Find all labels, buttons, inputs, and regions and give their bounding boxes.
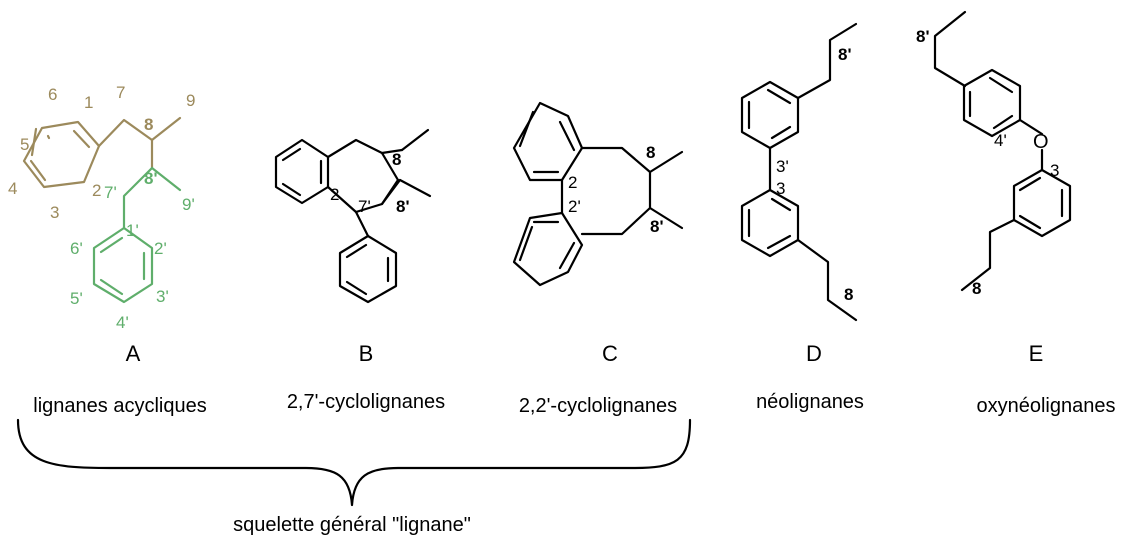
atom-label: 8' (396, 197, 410, 216)
atom-label: 1 (84, 93, 93, 112)
atom-label: 8' (650, 217, 664, 236)
structure-a: 1 6 5 4 3 2 7 8 9 7' 8' 9' 1' 6' 2' 5' 3… (8, 83, 195, 332)
atom-label: 6' (70, 239, 83, 258)
structure-letter-e: E (1029, 341, 1044, 366)
atom-label: 2' (568, 197, 581, 216)
structure-d: 8' 3' 3 8 (740, 22, 858, 322)
atom-label: 2 (92, 181, 101, 200)
atom-label: 7' (358, 197, 371, 216)
structure-c-upper-ring (512, 101, 584, 182)
structure-b-phenyl (338, 234, 398, 304)
class-label-b: 2,7'-cyclolignanes (287, 391, 445, 413)
atom-label: 7' (104, 183, 117, 202)
structure-c-lower-ring (512, 211, 584, 287)
class-label-d: néolignanes (756, 391, 864, 413)
atom-label: 8 (972, 279, 981, 298)
structure-a-lower-ring (92, 226, 154, 304)
structure-e-lower-ring (1012, 168, 1072, 238)
atom-label: 4' (994, 131, 1007, 150)
atom-label: 5 (20, 135, 29, 154)
atom-label: 9 (186, 91, 195, 110)
structure-d-lower-ring (740, 188, 800, 258)
structure-letter-c: C (602, 341, 618, 366)
structure-e-upper-ring (962, 68, 1022, 138)
structure-c-eight-ring (580, 146, 652, 236)
atom-label: 8 (646, 143, 655, 162)
atom-label: 8' (838, 45, 852, 64)
atom-label: 8 (144, 115, 153, 134)
class-label-a: lignanes acycliques (33, 395, 206, 417)
atom-label: 2 (568, 173, 577, 192)
atom-label: 8' (916, 27, 930, 46)
structure-a-lower-chain (150, 166, 182, 192)
atom-label: 3' (776, 157, 789, 176)
class-label-c: 2,2'-cyclolignanes (519, 395, 677, 417)
atom-label: 1' (126, 221, 139, 240)
atom-label: 3 (776, 179, 785, 198)
atom-label: 5' (70, 289, 83, 308)
atom-label: 9' (182, 195, 195, 214)
atom-label: 2' (154, 239, 167, 258)
structure-letter-d: D (806, 341, 822, 366)
oxygen-atom: O (1033, 131, 1049, 153)
atom-label: 2 (330, 185, 339, 204)
atom-label: 8 (392, 150, 401, 169)
atom-label: 4' (116, 313, 129, 332)
atom-label: 3 (50, 203, 59, 222)
structure-e: 8' O 4' 3 8 (916, 10, 1072, 298)
atom-label: 6 (48, 85, 57, 104)
structure-a-upper-chain (97, 116, 182, 148)
atom-label: 7 (116, 83, 125, 102)
grouping-brace (16, 418, 692, 507)
structure-b: 8 8' 2 7' (274, 128, 432, 304)
atom-label: 3 (1050, 161, 1059, 180)
structure-letter-a: A (126, 341, 141, 366)
structure-letter-b: B (359, 341, 374, 366)
atom-label: 8' (144, 169, 158, 188)
class-label-e: oxynéolignanes (977, 395, 1116, 417)
brace-label: squelette général "lignane" (233, 514, 471, 536)
structure-c: 8 8' 2 2' (512, 101, 684, 287)
atom-label: 4 (8, 179, 17, 198)
atom-label: 8 (844, 285, 853, 304)
atom-label: 3' (156, 287, 169, 306)
